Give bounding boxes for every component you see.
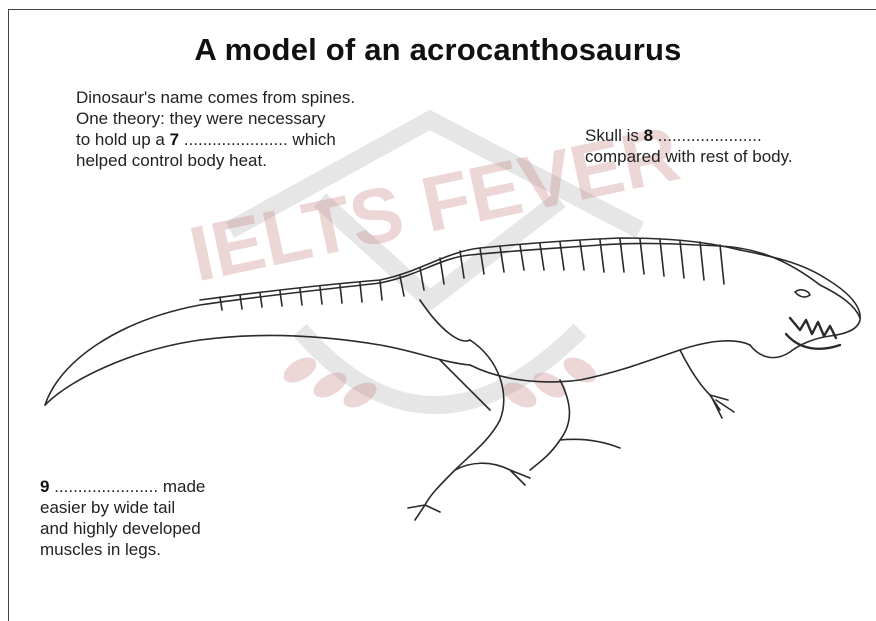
eye xyxy=(795,290,810,297)
belly-outline xyxy=(470,341,750,382)
front-arm xyxy=(680,350,734,418)
spine-sail-ridge xyxy=(200,238,740,300)
thigh-contour xyxy=(420,300,490,410)
head-outline xyxy=(740,250,860,358)
tail-upper-outline xyxy=(45,243,860,405)
jaw-teeth xyxy=(786,318,840,349)
far-leg xyxy=(530,380,620,470)
tail-lower-outline xyxy=(45,335,470,405)
hind-leg xyxy=(408,340,530,520)
